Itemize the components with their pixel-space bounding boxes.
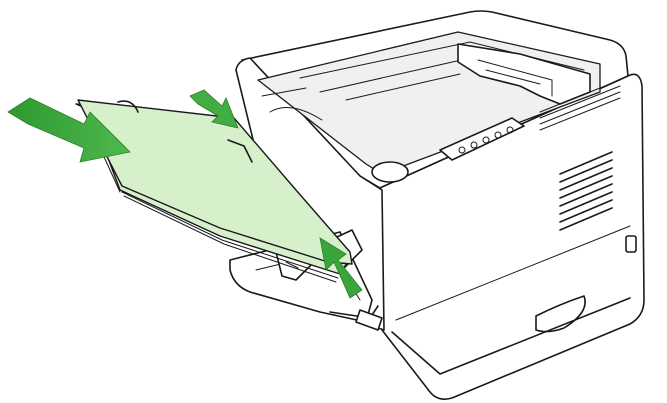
side-port bbox=[625, 235, 637, 253]
power-button-icon bbox=[371, 161, 409, 183]
arrow-icon bbox=[7, 89, 363, 299]
control-panel-icon bbox=[439, 117, 525, 161]
paper-stack-icon bbox=[64, 99, 353, 283]
output-bin-back bbox=[457, 43, 591, 105]
side-vent-grille bbox=[559, 151, 613, 231]
vent-icon bbox=[539, 79, 621, 131]
